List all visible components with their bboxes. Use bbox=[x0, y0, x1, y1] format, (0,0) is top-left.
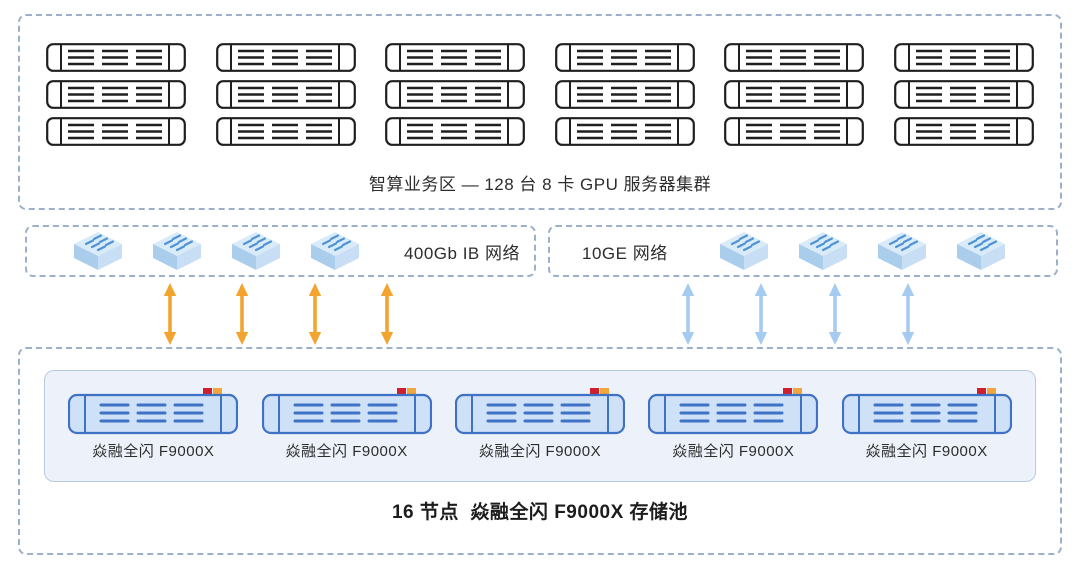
ge-switch-group bbox=[719, 231, 1006, 271]
network-switch-icon bbox=[720, 232, 768, 270]
rack-server-icon bbox=[46, 43, 186, 72]
storage-array-icon bbox=[648, 388, 819, 435]
storage-node-label: 焱融全闪 F9000X bbox=[672, 443, 795, 460]
ge-bidirectional-arrow-icon bbox=[828, 283, 841, 345]
network-switch-icon bbox=[74, 232, 122, 270]
rack-server-icon bbox=[215, 43, 356, 72]
rack-server-icon bbox=[385, 43, 526, 72]
ge-network-label: 10GE 网络 bbox=[582, 243, 668, 263]
ge-network-box: 10GE 网络 bbox=[548, 225, 1058, 277]
ib-bidirectional-arrow-icon bbox=[236, 283, 249, 345]
ib-bidirectional-arrow-icon bbox=[380, 283, 394, 345]
rack-server-icon bbox=[554, 43, 695, 72]
storage-node: 焱融全闪 F9000X bbox=[454, 387, 625, 461]
rack-server-icon bbox=[46, 80, 186, 109]
ge-bidirectional-arrow-icon bbox=[681, 283, 695, 345]
ib-storage-links bbox=[162, 283, 395, 345]
network-switch-icon bbox=[232, 232, 280, 270]
rack-server-icon bbox=[46, 117, 186, 146]
ib-network-label: 400Gb IB 网络 bbox=[403, 243, 520, 263]
storage-node: 焱融全闪 F9000X bbox=[68, 387, 239, 461]
storage-node: 焱融全闪 F9000X bbox=[261, 387, 432, 461]
storage-pool-zone: 焱融全闪 F9000X 焱融全闪 F9000X 焱融全闪 F9000X 焱融全闪… bbox=[18, 347, 1062, 555]
rack-server-icon bbox=[894, 117, 1034, 146]
rack-server-icon bbox=[554, 80, 695, 109]
rack-server-icon bbox=[215, 117, 356, 146]
storage-node-label: 焱融全闪 F9000X bbox=[478, 443, 602, 460]
gpu-cluster-zone: 智算业务区 — 128 台 8 卡 GPU 服务器集群 bbox=[18, 14, 1062, 210]
storage-node-label: 焱融全闪 F9000X bbox=[92, 443, 215, 460]
ib-network-box: 400Gb IB 网络 bbox=[25, 225, 536, 277]
rack-server-icon bbox=[215, 80, 356, 109]
network-switch-icon bbox=[878, 232, 926, 270]
storage-array-icon bbox=[454, 388, 625, 435]
rack-server-icon bbox=[724, 80, 865, 109]
rack-server-icon bbox=[724, 43, 865, 72]
ib-bidirectional-arrow-icon bbox=[308, 283, 321, 345]
rack-server-icon bbox=[385, 117, 526, 146]
network-switch-icon bbox=[153, 232, 201, 270]
storage-pool-title: 16 节点 焱融全闪 F9000X 存储池 bbox=[391, 502, 689, 523]
storage-pool-inner: 焱融全闪 F9000X 焱融全闪 F9000X 焱融全闪 F9000X 焱融全闪… bbox=[44, 370, 1036, 482]
rack-server-icon bbox=[385, 80, 526, 109]
storage-array-icon bbox=[261, 388, 432, 435]
network-switch-icon bbox=[311, 232, 359, 270]
network-switch-icon bbox=[957, 232, 1005, 270]
ib-switch-group bbox=[73, 231, 360, 271]
ge-bidirectional-arrow-icon bbox=[755, 283, 768, 345]
storage-node: 焱融全闪 F9000X bbox=[648, 387, 819, 461]
storage-node-label: 焱融全闪 F9000X bbox=[285, 443, 408, 460]
rack-server-icon bbox=[894, 43, 1034, 72]
ge-bidirectional-arrow-icon bbox=[901, 283, 915, 345]
storage-array-icon bbox=[841, 388, 1012, 435]
storage-node-label: 焱融全闪 F9000X bbox=[865, 443, 988, 460]
server-grid bbox=[46, 43, 1034, 146]
server-row bbox=[46, 80, 1034, 109]
server-row bbox=[46, 117, 1034, 146]
storage-array-icon bbox=[68, 388, 239, 435]
server-row bbox=[46, 43, 1034, 72]
rack-server-icon bbox=[554, 117, 695, 146]
rack-server-icon bbox=[724, 117, 865, 146]
network-switch-icon bbox=[799, 232, 847, 270]
storage-node: 焱融全闪 F9000X bbox=[841, 387, 1012, 461]
ib-bidirectional-arrow-icon bbox=[163, 283, 177, 345]
rack-server-icon bbox=[894, 80, 1034, 109]
ge-storage-links bbox=[680, 283, 916, 345]
gpu-zone-label: 智算业务区 — 128 台 8 卡 GPU 服务器集群 bbox=[368, 175, 712, 194]
